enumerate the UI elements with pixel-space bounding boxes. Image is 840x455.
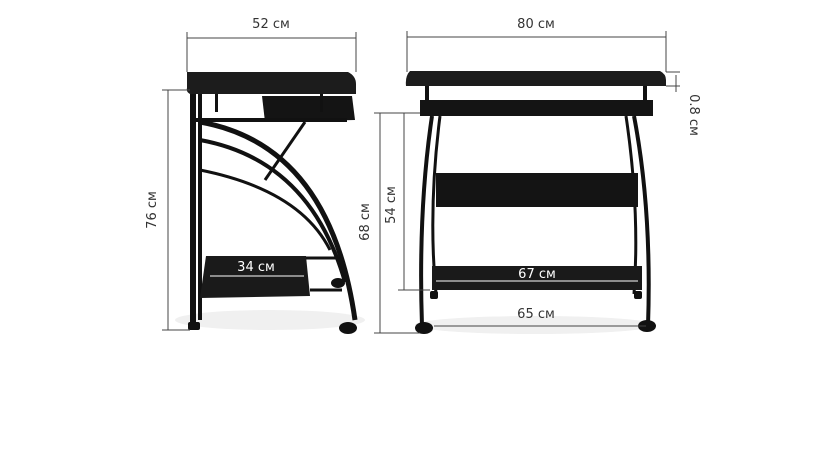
side-bottom-shelf [200,256,310,298]
side-view: 52 см 76 см 34 см [145,17,365,334]
label-leg-span: 65 см [517,307,555,322]
front-upper-post-left [425,86,429,104]
label-side-bottom-shelf: 34 см [237,260,275,275]
front-modesty-panel [436,173,638,207]
label-side-total-height: 76 см [145,191,160,229]
front-right-inner-foot [634,291,642,299]
label-glass-thickness: 0.8 см [686,94,701,136]
front-bottom-shelf [432,266,642,290]
side-curved-arc-inner [199,138,347,283]
front-view: 80 см 0.8 см 68 см 54 см 67 см 65 см [358,17,701,334]
side-top-connector-2 [320,94,323,112]
side-front-foot [339,322,357,334]
side-middle-foot [331,278,345,288]
front-right-foot [638,320,656,332]
label-underside-height: 68 см [358,203,373,241]
side-curved-arc-small [199,168,332,251]
side-rear-foot [188,322,200,330]
side-desk-top [186,72,356,94]
side-upper-rail [195,118,347,122]
label-side-top-width: 52 см [252,17,290,32]
front-desk-top [405,71,666,86]
label-front-top-width: 80 см [517,17,555,32]
label-keyboard-shelf-height: 54 см [384,186,399,224]
front-upper-post-right [643,86,647,104]
side-top-connector [215,94,218,112]
front-left-foot [415,322,433,334]
side-curved-arc-outer [199,119,358,321]
side-floor-shadow [175,310,365,330]
side-keyboard-tray [262,96,355,122]
front-floor-shadow [415,316,655,334]
front-keyboard-tray [420,100,653,116]
label-front-bottom-shelf: 67 см [518,267,556,282]
front-left-leg-outer [419,115,434,327]
front-right-leg-outer [632,115,651,327]
side-rear-leg-inner [198,94,202,320]
front-left-inner-foot [430,291,438,299]
side-rear-leg [190,94,196,328]
